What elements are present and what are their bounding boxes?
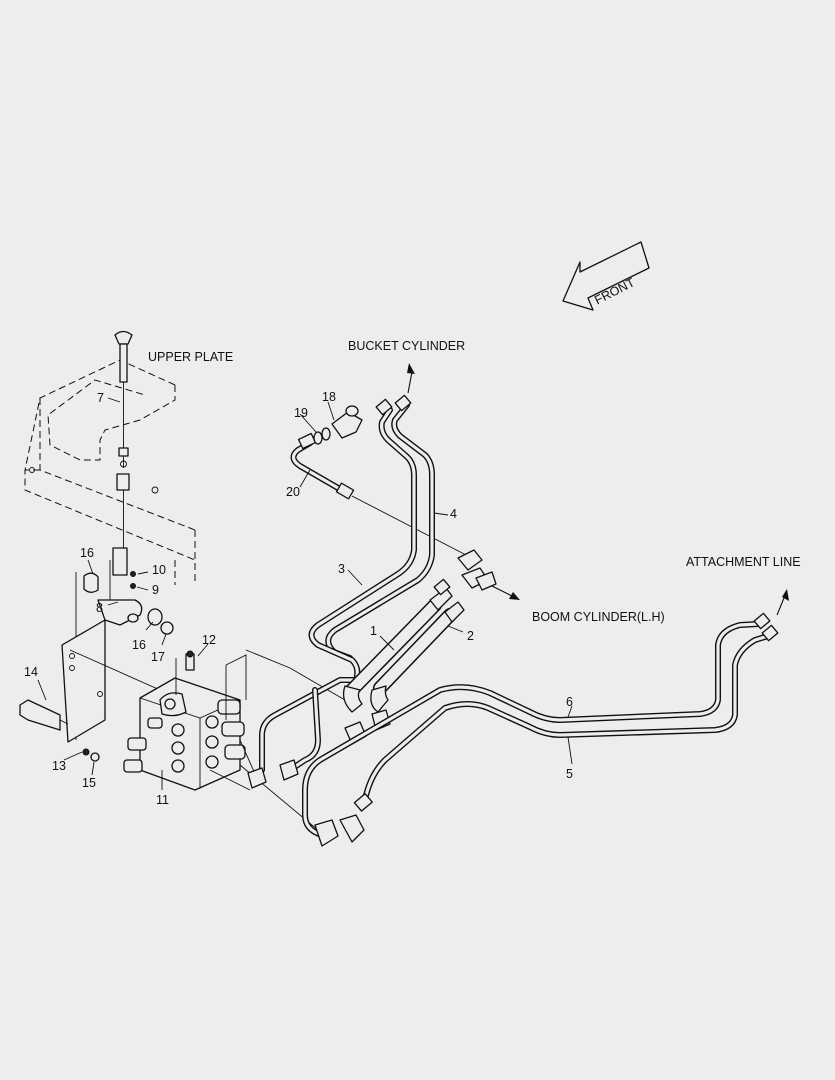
part-16-upper: 16	[80, 546, 94, 560]
part-15: 15	[82, 776, 96, 790]
fittings-18-19	[313, 405, 363, 445]
pipe-5	[362, 633, 771, 803]
valve-pipes	[247, 687, 321, 789]
attachment-fittings	[314, 589, 789, 847]
part-3: 3	[338, 562, 345, 576]
part-6: 6	[566, 695, 573, 709]
boom-tee	[457, 549, 520, 600]
part-7: 7	[97, 391, 104, 405]
boom-cylinder-label: BOOM CYLINDER(L.H)	[532, 610, 665, 624]
hose-1	[345, 598, 442, 697]
part-numbers: 1 2 3 4 5 6 7 8 9 10 11 12 13 14 15 16 1…	[24, 390, 573, 807]
part-11: 11	[156, 793, 169, 807]
control-valve-11	[123, 650, 246, 791]
bracket-14	[19, 619, 161, 762]
part-5: 5	[566, 767, 573, 781]
hose-2	[373, 608, 457, 695]
upper-plate: UPPER PLATE	[24, 350, 233, 585]
pipe-20	[290, 432, 469, 557]
upper-plate-label: UPPER PLATE	[148, 350, 233, 364]
part-1: 1	[370, 624, 377, 638]
front-arrow: FRONT	[562, 241, 650, 311]
bolt-7	[114, 330, 133, 555]
pipe-4	[325, 402, 435, 661]
part-18: 18	[322, 390, 336, 404]
bucket-fittings	[375, 363, 415, 416]
bracket-8	[75, 547, 174, 740]
part-13: 13	[52, 759, 66, 773]
bucket-cylinder-label: BUCKET CYLINDER	[348, 339, 465, 353]
part-4: 4	[450, 507, 457, 521]
part-9: 9	[152, 583, 159, 597]
part-16-lower: 16	[132, 638, 146, 652]
part-12: 12	[202, 633, 216, 647]
pipe-6	[302, 621, 761, 838]
leaders	[37, 397, 573, 790]
part-19: 19	[294, 406, 308, 420]
part-17: 17	[151, 650, 165, 664]
part-14: 14	[24, 665, 38, 679]
pipe-3	[259, 407, 417, 773]
part-2: 2	[467, 629, 474, 643]
part-8: 8	[96, 601, 103, 615]
part-10: 10	[152, 563, 166, 577]
part-20: 20	[286, 485, 300, 499]
attachment-line-label: ATTACHMENT LINE	[686, 555, 801, 569]
